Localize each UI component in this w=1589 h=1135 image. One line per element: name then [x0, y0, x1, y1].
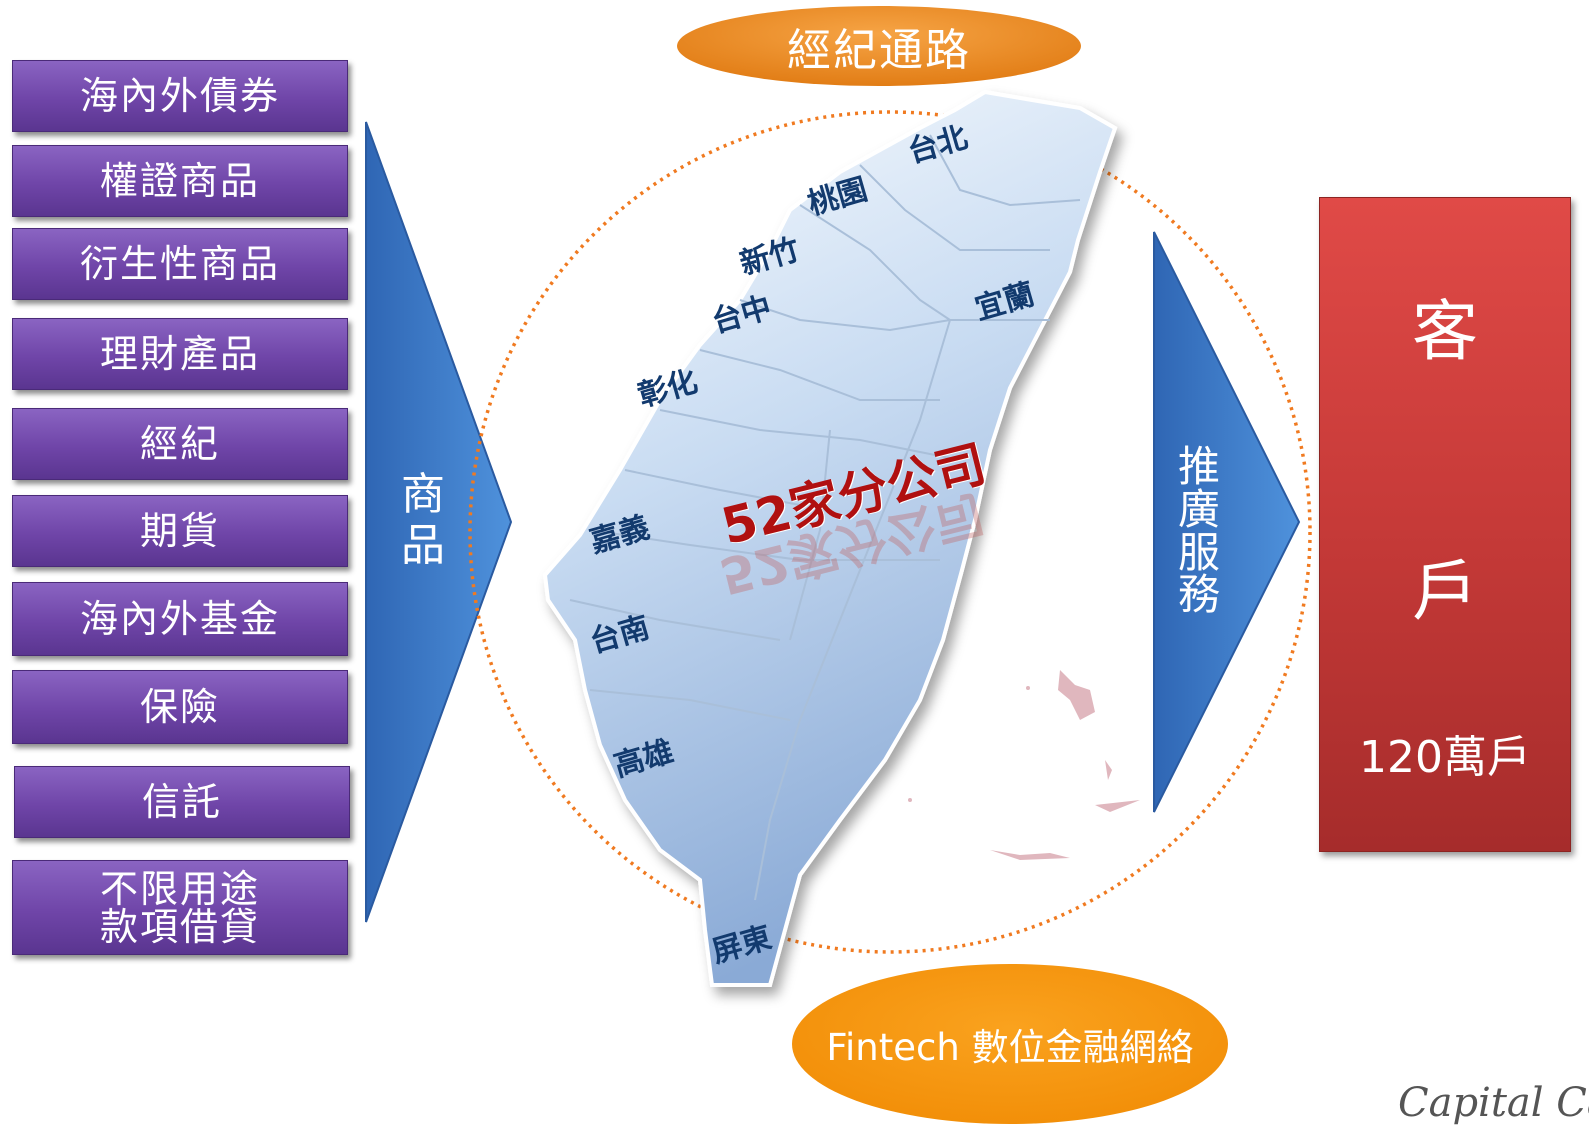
left-arrow [365, 121, 513, 923]
customer-char-2: 戶 [1412, 553, 1478, 630]
product-item: 經紀 [12, 408, 348, 480]
product-item: 保險 [12, 670, 348, 744]
customer-count: 120萬戶 [1359, 732, 1531, 783]
product-item: 海內外債券 [12, 60, 348, 132]
broker-channel-label: 經紀通路 [787, 25, 971, 76]
right-arrow [1153, 231, 1301, 813]
product-arrow-label: 商 品 [401, 469, 445, 571]
product-item: 不限用途 款項借貸 [12, 860, 348, 955]
customer-char-1: 客 [1412, 293, 1478, 370]
product-item: 衍生性商品 [12, 228, 348, 300]
fintech-network-label: Fintech 數位金融網絡 [826, 1026, 1194, 1069]
taiwan-map [542, 89, 1118, 987]
product-item: 理財產品 [12, 318, 348, 390]
product-item: 期貨 [12, 495, 348, 567]
islands [908, 670, 1140, 860]
promotion-arrow-label: 推 廣 服 務 [1177, 442, 1220, 620]
county-borders [569, 134, 1081, 901]
product-item: 信託 [14, 766, 350, 838]
product-item: 權證商品 [12, 145, 348, 217]
channel-circle [468, 110, 1312, 954]
logo: Capital Ca [1398, 1080, 1589, 1126]
product-item: 海內外基金 [12, 582, 348, 656]
bottom-oval [792, 964, 1228, 1124]
customer-box: 客 戶 120萬戶 [1319, 197, 1571, 852]
top-oval [677, 6, 1081, 86]
